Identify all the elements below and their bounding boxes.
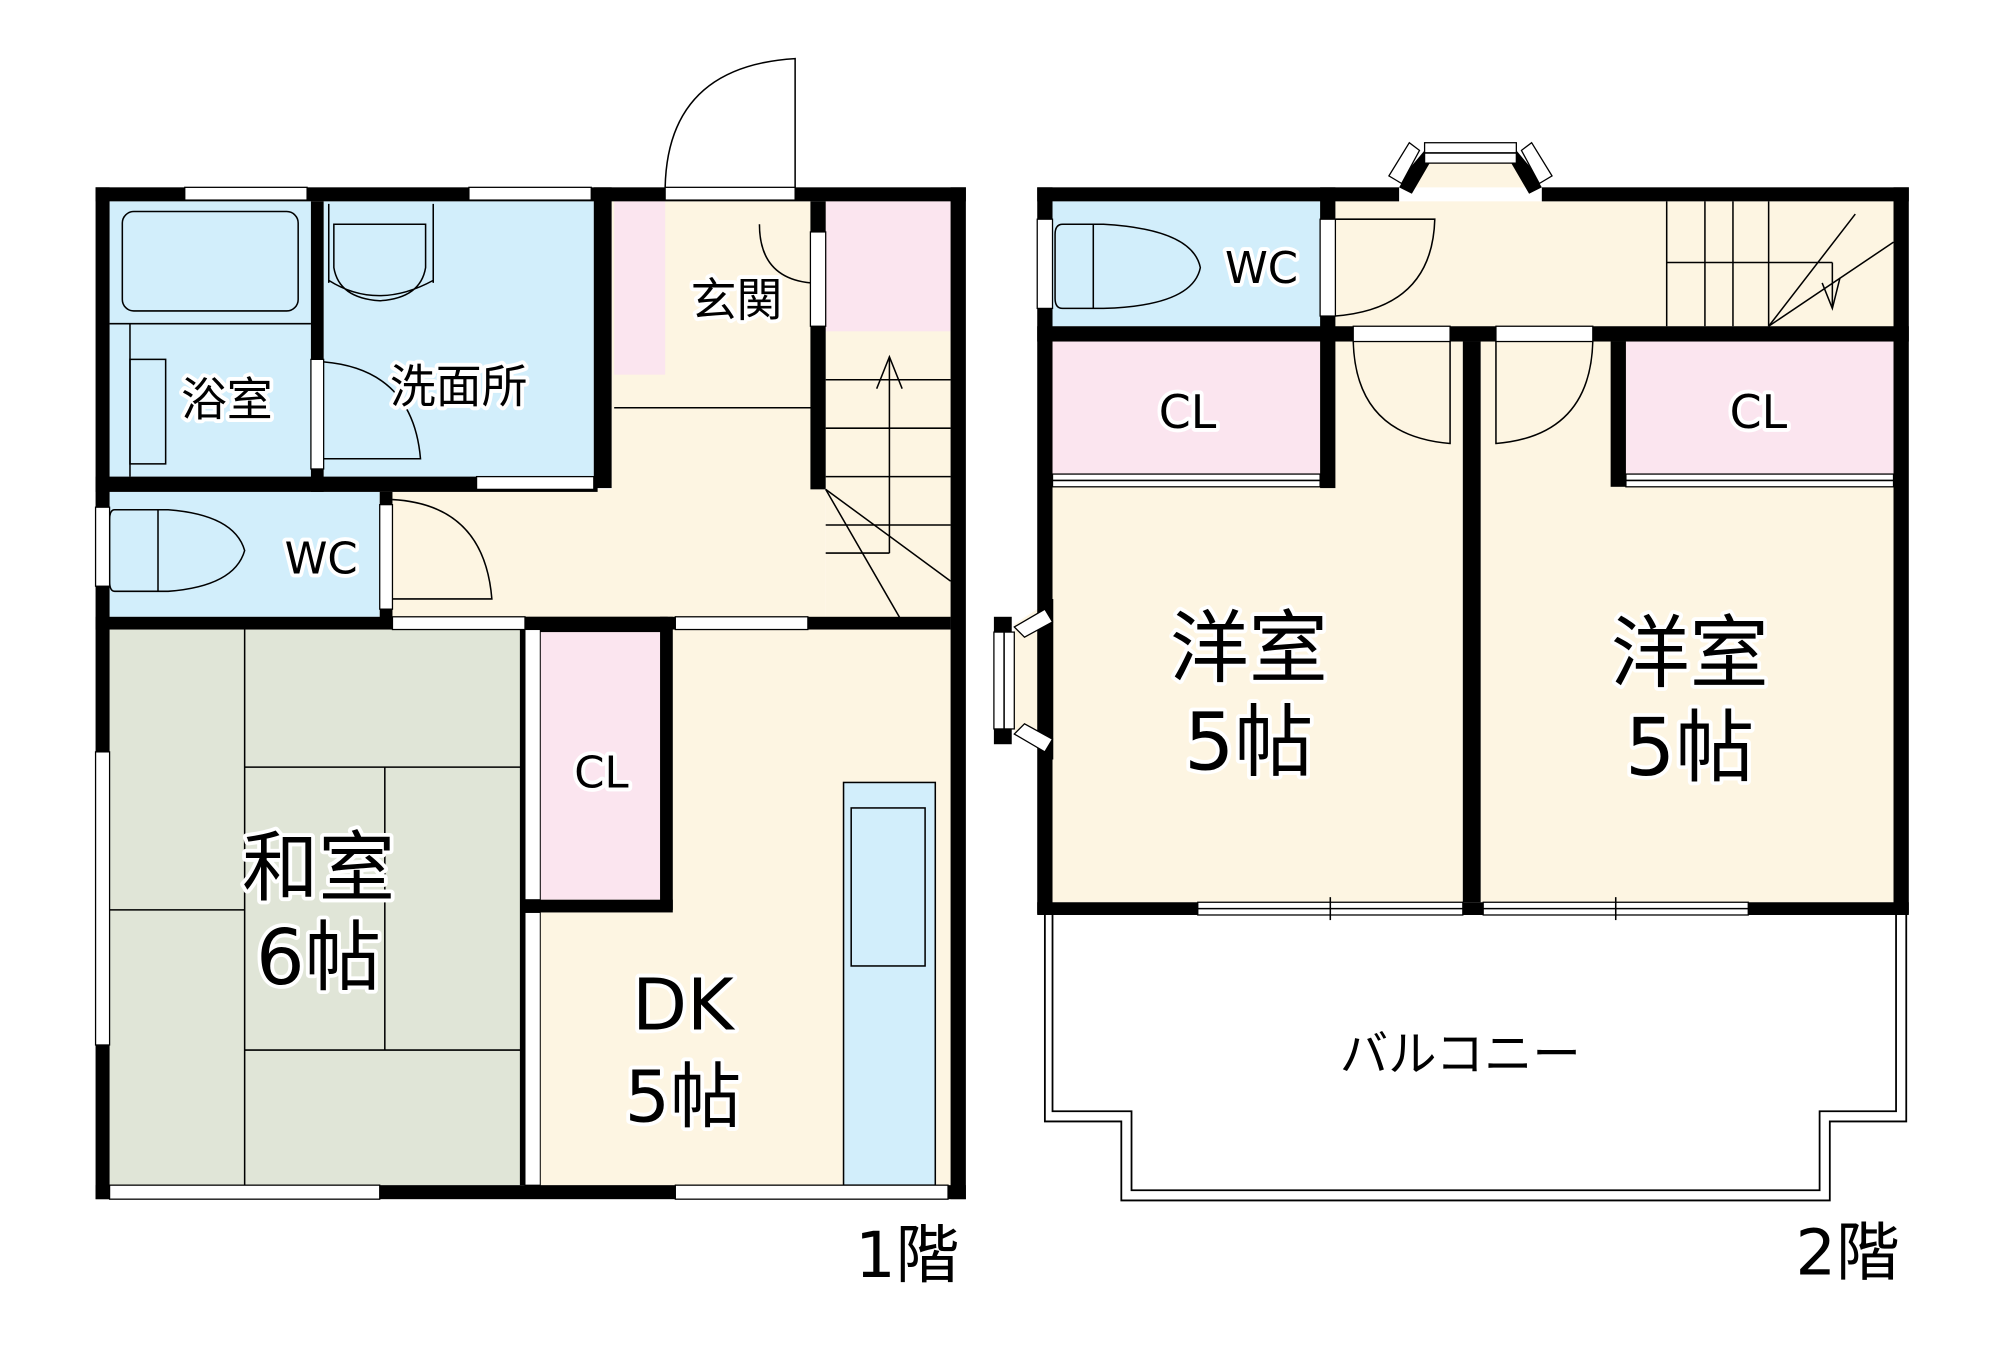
bath-shelf xyxy=(129,358,167,465)
label-western-left-size: 5帖 xyxy=(1184,697,1313,789)
closet-left-2f xyxy=(1052,341,1321,475)
washbasin-icon xyxy=(328,223,434,302)
label-western-right-size: 5帖 xyxy=(1625,702,1754,794)
label-closet-1f: CL xyxy=(574,749,628,799)
hallway-2f xyxy=(1335,201,1894,327)
label-western-left-name: 洋室 xyxy=(1170,602,1328,694)
bath-room xyxy=(109,201,311,477)
wc-room-2f xyxy=(1049,201,1323,327)
windows-1f xyxy=(94,186,949,1200)
label-wc-2f: WC xyxy=(1225,244,1298,294)
label-dk-size: 5帖 xyxy=(625,1055,742,1138)
label-entrance: 玄関 xyxy=(691,273,783,327)
washitsu-room xyxy=(109,629,525,1186)
shoe-closet xyxy=(614,201,666,375)
sink-icon xyxy=(850,807,926,967)
wc-room-1f xyxy=(109,491,380,617)
floor-2-label: 2階 xyxy=(1796,1216,1900,1290)
entrance-door[interactable] xyxy=(664,186,796,201)
label-wc-1f: WC xyxy=(285,534,358,584)
label-washroom: 洗面所 xyxy=(390,360,528,414)
label-washitsu-size: 6帖 xyxy=(256,914,381,1003)
label-washitsu-name: 和室 xyxy=(242,825,395,914)
label-western-right-name: 洋室 xyxy=(1611,608,1769,700)
bay-window-top xyxy=(1388,141,1553,194)
floor-2: WC CL CL 洋室 5帖 洋室 5帖 バルコニー 2階 xyxy=(993,141,1909,1290)
label-dk-name: DK xyxy=(632,964,736,1047)
window-mullions-2f xyxy=(1052,479,1894,921)
door-swings-1f xyxy=(323,57,811,600)
label-bath: 浴室 xyxy=(181,372,273,426)
stairs-lines-1f xyxy=(614,354,952,623)
floor-1: 浴室 洗面所 玄関 WC CL 和室 6帖 DK 5帖 1階 xyxy=(94,57,966,1293)
label-balcony: バルコニー xyxy=(1340,1026,1581,1082)
toilet-icon-2f xyxy=(1054,223,1202,310)
floor-1-label: 1階 xyxy=(855,1219,959,1293)
tatami-lines xyxy=(109,629,525,1186)
label-closet-left-2f: CL xyxy=(1159,385,1217,439)
kitchen-counter xyxy=(842,781,937,1186)
washroom xyxy=(323,201,594,477)
label-closet-right-2f: CL xyxy=(1730,385,1788,439)
stairs-lines-2f xyxy=(1665,201,1894,327)
balcony-railing-inner xyxy=(1051,912,1897,1192)
balcony-railing-outer xyxy=(1043,912,1908,1202)
closet-right-2f xyxy=(1625,341,1894,475)
bay-window-left xyxy=(993,598,1054,760)
hallway-1f xyxy=(379,489,826,622)
closet-1f xyxy=(540,629,661,900)
storage-1f xyxy=(825,201,951,332)
door-swings-2f xyxy=(1335,218,1594,445)
bathtub-icon xyxy=(121,210,299,312)
